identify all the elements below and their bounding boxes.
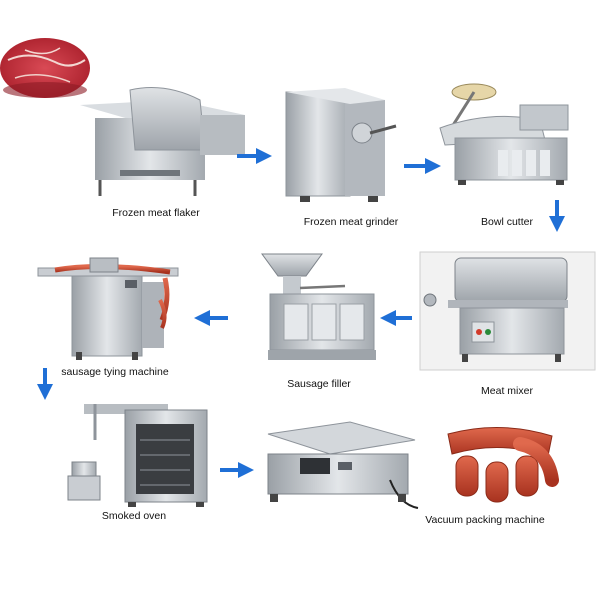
meat-steak-image xyxy=(0,38,90,98)
frozen-meat-grinder-image xyxy=(285,88,397,202)
frozen-meat-flaker-image xyxy=(80,87,245,196)
label-smoked-oven: Smoked oven xyxy=(101,510,167,522)
label-vacuum-packing-machine: Vacuum packing machine xyxy=(425,514,545,526)
label-frozen-meat-grinder: Frozen meat grinder xyxy=(303,216,399,228)
bowl-cutter-image xyxy=(439,83,569,185)
label-sausage-tying-machine: sausage tying machine xyxy=(61,366,169,378)
smoked-oven-image xyxy=(67,404,208,507)
flow-arrows xyxy=(37,148,565,478)
vacuum-packing-machine-image xyxy=(267,421,419,509)
meat-mixer-image xyxy=(419,251,596,371)
label-frozen-meat-flaker: Frozen meat flaker xyxy=(112,207,200,219)
label-bowl-cutter: Bowl cutter xyxy=(481,216,533,228)
sausage-tying-machine-image xyxy=(37,257,179,360)
sausages-image xyxy=(447,426,559,503)
sausage-filler-image xyxy=(261,253,376,360)
label-meat-mixer: Meat mixer xyxy=(481,385,533,397)
label-sausage-filler: Sausage filler xyxy=(287,378,351,390)
